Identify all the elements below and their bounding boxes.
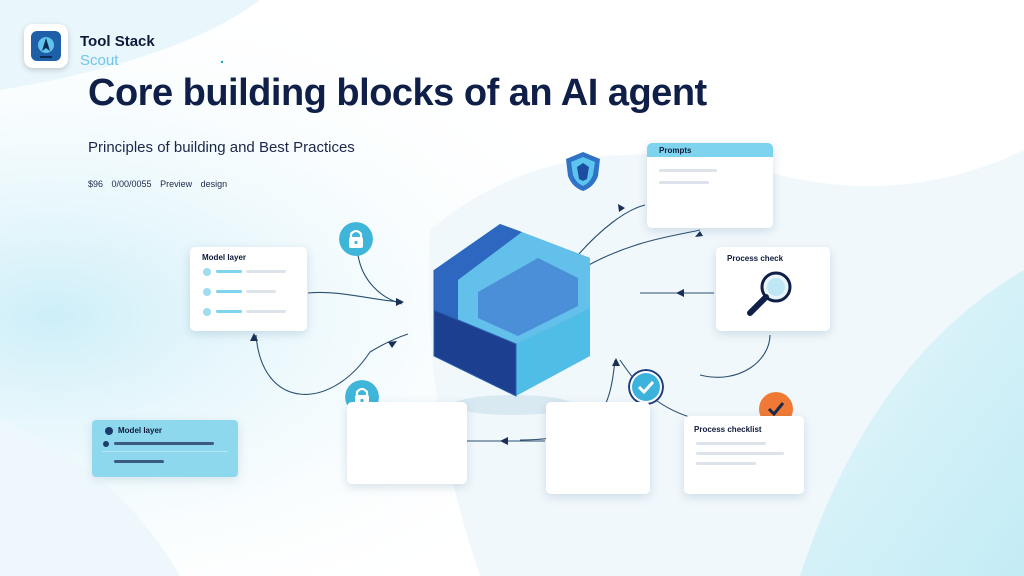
central-cube-icon (433, 224, 590, 415)
text-line (696, 462, 756, 465)
card-rows (102, 441, 228, 463)
card-placeholder-2[interactable] (546, 402, 650, 494)
card-title: Prompts (659, 146, 692, 155)
text-line (696, 452, 784, 455)
app-logo-icon (31, 31, 61, 61)
card-title: Model layer (202, 253, 247, 262)
meta-left: $96 0/00/0055 (88, 179, 152, 189)
magnifier-icon (747, 271, 792, 316)
card-model-layer[interactable]: Model layer (190, 247, 307, 331)
card-model-layer-2[interactable]: Model layer (92, 420, 238, 477)
brand-name: Tool Stack (80, 33, 155, 50)
lock-icon (339, 222, 373, 256)
card-process-check[interactable]: Process check (716, 247, 830, 331)
card-title: Process check (727, 254, 784, 263)
card-title: Model layer (118, 426, 163, 435)
card-title: Process checklist (694, 425, 762, 434)
meta-right: Preview design (160, 179, 228, 189)
meta-line: $96 0/00/0055 Preview design (88, 179, 227, 189)
shield-icon (566, 152, 600, 191)
text-line (659, 169, 717, 172)
check-icon (628, 369, 664, 405)
card-list (203, 268, 286, 316)
text-line (696, 442, 766, 445)
card-prompts[interactable]: Prompts (647, 143, 773, 228)
dot-icon (105, 427, 113, 435)
page-title: Core building blocks of an AI agent (88, 72, 707, 114)
brand-subtitle: Scout (80, 52, 119, 69)
text-line (659, 181, 709, 184)
card-process-checklist[interactable]: Process checklist (684, 416, 804, 494)
page-subtitle: Principles of building and Best Practice… (88, 139, 355, 156)
card-placeholder-1[interactable] (347, 402, 467, 484)
card-header-bar (647, 143, 773, 157)
app-logo (24, 24, 68, 68)
